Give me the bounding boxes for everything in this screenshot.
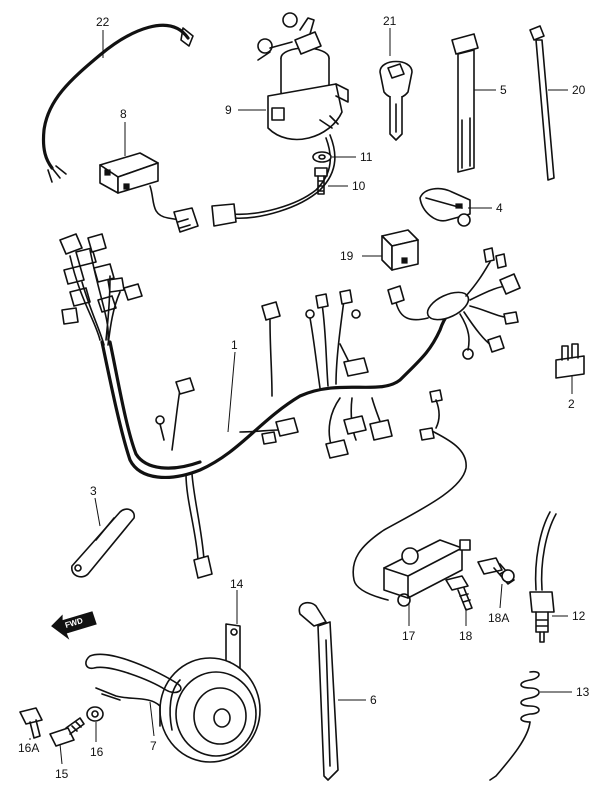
part-21-key [379,60,413,141]
callout-12: 12 [572,609,586,623]
callout-2: 2 [568,397,575,411]
callout-17: 17 [402,629,416,643]
callout-18: 18 [459,629,473,643]
part-2-fuse [555,343,585,379]
part-3-bracket [71,508,136,578]
callout-20: 20 [572,83,586,97]
callout-18a: 18A [488,611,509,625]
part-13-spring [489,670,540,781]
part-7-band [85,653,182,727]
callout-11: 11 [360,150,373,164]
fwd-arrow-icon: FWD [51,611,97,640]
part-15-bolt [49,717,85,747]
part-22-cable [41,23,194,183]
part-9-ignition-switch [211,12,349,227]
callout-19: 19 [340,249,354,263]
callout-16a: 16A [18,741,39,755]
callout-4: 4 [496,201,503,215]
part-8-relay [99,152,199,233]
part-19-connector [381,229,419,271]
part-16-washer [86,706,104,722]
part-10-screw [314,167,328,195]
callout-5: 5 [500,83,507,97]
part-12-brake-switch [529,511,557,643]
part-11-washer [312,151,332,163]
part-16a-bolt [19,707,43,739]
part-17-switch [383,539,471,607]
horn [159,657,261,763]
callout-15: 15 [55,767,69,781]
callout-8: 8 [120,107,127,121]
callout-22: 22 [96,15,110,29]
callout-13: 13 [576,685,590,699]
callout-16: 16 [90,745,104,759]
part-20-cable-tie [529,25,555,181]
callout-3: 3 [90,484,97,498]
callout-1: 1 [231,338,238,352]
part-6-strap [298,601,339,781]
callout-9: 9 [225,103,232,117]
callout-7: 7 [150,739,157,753]
callout-labels: 22 8 9 11 10 21 5 20 4 19 1 2 3 14 17 18… [18,14,590,781]
part-4-clamp [419,187,471,227]
part-18-bolt [445,575,473,611]
leader-lines [29,28,573,765]
callout-10: 10 [352,179,366,193]
part-18a-bolt [477,557,515,585]
part-5-strap [451,33,479,173]
part-1-main-wiring-harness [59,233,521,601]
callout-14: 14 [230,577,244,591]
callout-21: 21 [383,14,397,28]
callout-6: 6 [370,693,377,707]
